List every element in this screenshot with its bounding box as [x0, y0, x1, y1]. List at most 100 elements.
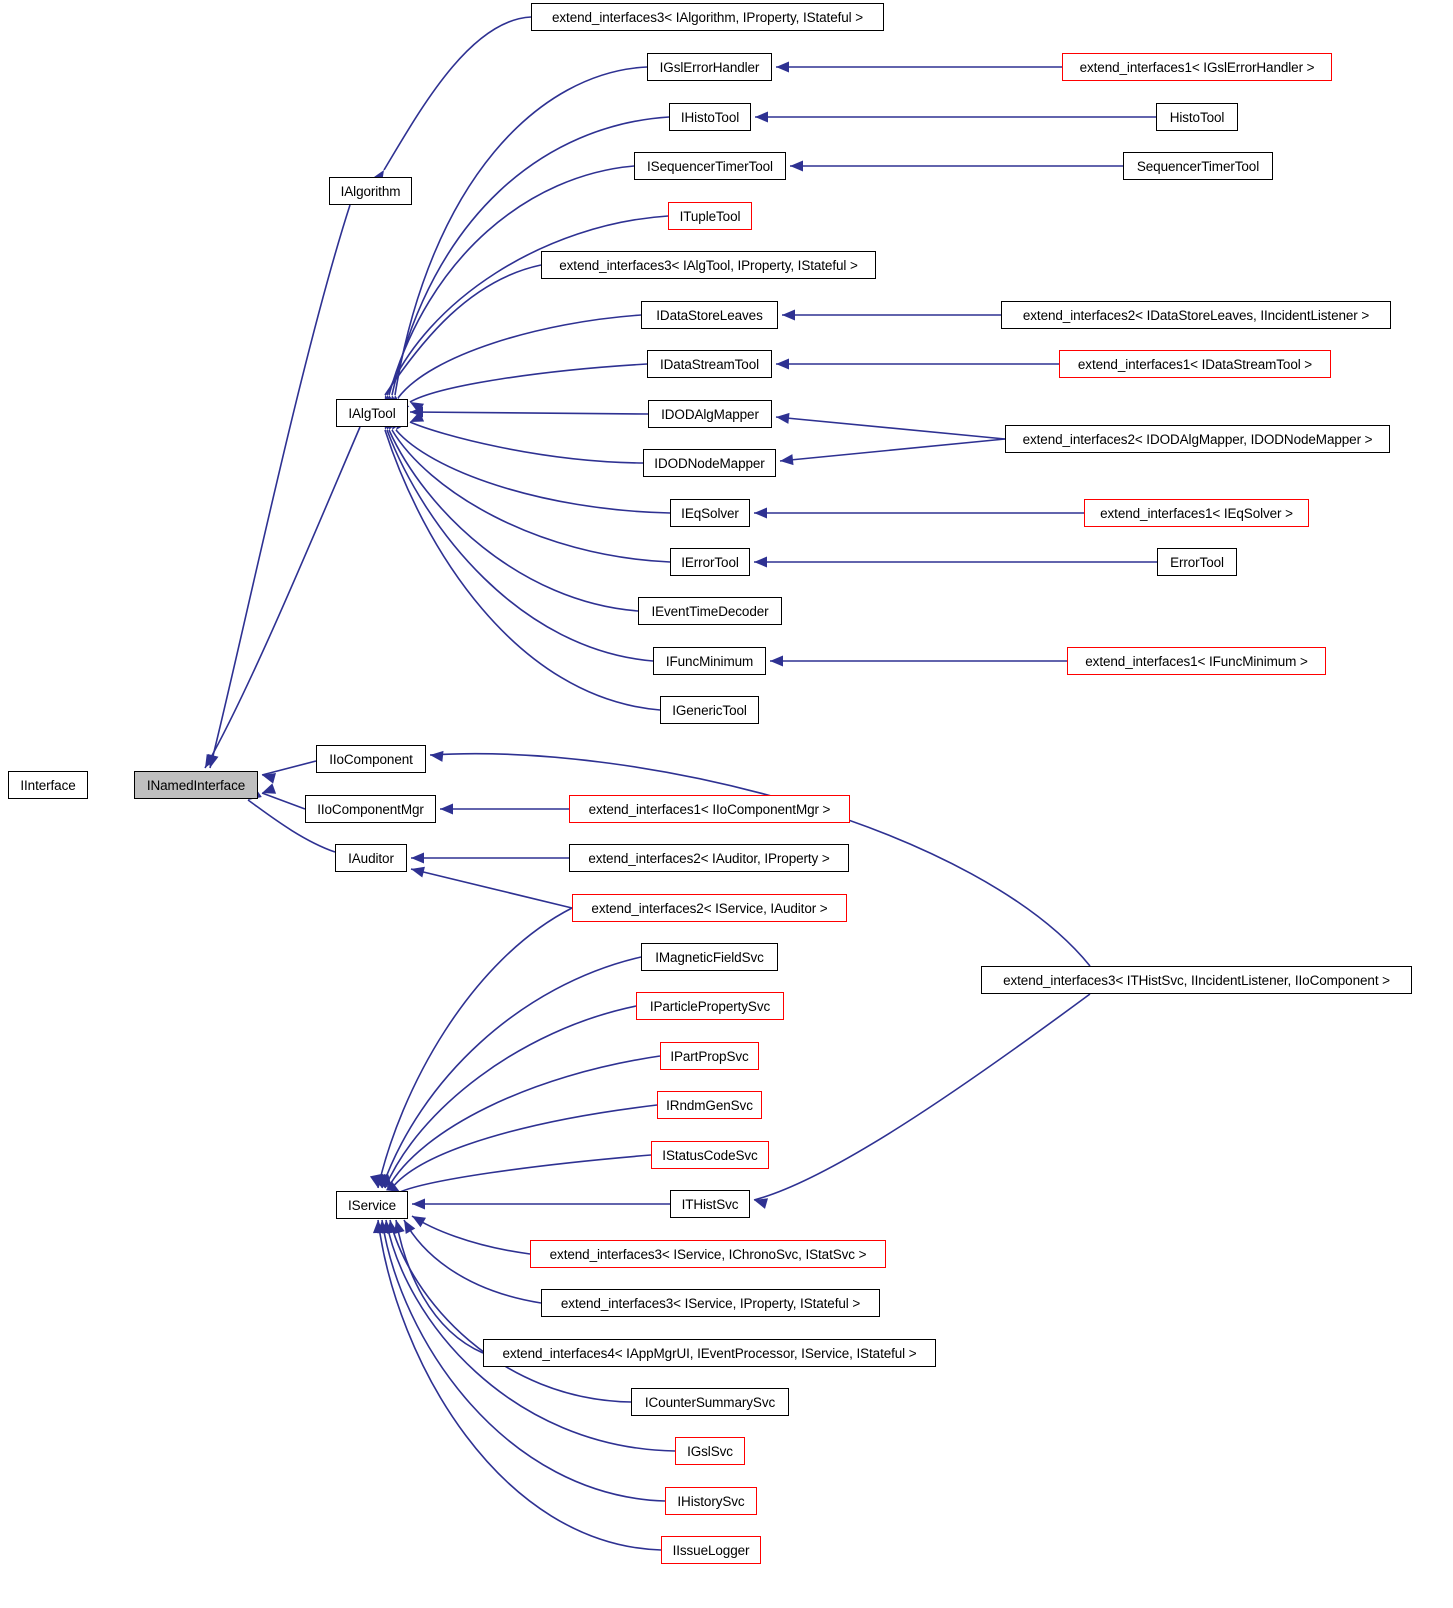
class-node-iauditor[interactable]: IAuditor: [335, 844, 407, 872]
class-node-label: ISequencerTimerTool: [647, 158, 773, 174]
class-node-isequencertimertool[interactable]: ISequencerTimerTool: [634, 152, 786, 180]
inheritance-edge: [386, 215, 669, 396]
class-node-idatastoreleaves[interactable]: IDataStoreLeaves: [641, 301, 778, 329]
class-node-label: extend_interfaces1< IIoComponentMgr >: [588, 801, 831, 817]
class-node-ieventtimedecoder[interactable]: IEventTimeDecoder: [638, 597, 782, 625]
inheritance-edge: [391, 429, 671, 563]
class-node-ialgorithm[interactable]: IAlgorithm: [329, 177, 412, 205]
class-node-extend-interfaces3-iservice-ichronosvc-istatsvc[interactable]: extend_interfaces3< IService, IChronoSvc…: [530, 1240, 886, 1268]
class-node-extend-interfaces1-idatastreamtool[interactable]: extend_interfaces1< IDataStreamTool >: [1059, 350, 1331, 378]
inheritance-edge: [261, 760, 317, 776]
inheritance-edge: [384, 264, 542, 396]
inheritance-arrowhead: [776, 61, 789, 73]
class-node-extend-interfaces2-idatastoreleaves-iincidentlistener[interactable]: extend_interfaces2< IDataStoreLeaves, II…: [1001, 301, 1391, 329]
inheritance-arrowhead: [385, 1180, 400, 1192]
class-node-label: IDODNodeMapper: [654, 455, 765, 471]
inheritance-edge: [410, 868, 573, 909]
inheritance-edge: [753, 993, 1091, 1201]
class-node-idodnodemapper[interactable]: IDODNodeMapper: [643, 449, 776, 477]
class-node-label: IErrorTool: [681, 554, 739, 570]
class-node-idodalgmapper[interactable]: IDODAlgMapper: [648, 400, 772, 428]
class-node-ihistorysvc[interactable]: IHistorySvc: [665, 1487, 757, 1515]
inheritance-arrowhead: [430, 750, 444, 762]
class-node-extend-interfaces1-igslerrorhandler[interactable]: extend_interfaces1< IGslErrorHandler >: [1062, 53, 1332, 81]
class-node-ifuncminimum[interactable]: IFuncMinimum: [653, 647, 766, 675]
class-node-idatastreamtool[interactable]: IDataStreamTool: [647, 350, 772, 378]
class-node-label: IInterface: [20, 777, 76, 793]
inheritance-edge: [391, 1104, 658, 1189]
class-node-iservice[interactable]: IService: [336, 1191, 408, 1219]
inheritance-edge: [779, 438, 1006, 462]
class-node-iissuelogger[interactable]: IIssueLogger: [661, 1536, 761, 1564]
class-node-inamedinterface[interactable]: INamedInterface: [134, 771, 258, 799]
class-node-ithistsvc[interactable]: ITHistSvc: [670, 1190, 750, 1218]
class-node-iiocomponent[interactable]: IIoComponent: [316, 745, 426, 773]
class-node-ieqsolver[interactable]: IEqSolver: [670, 499, 750, 527]
class-node-extend-interfaces3-ithistsvc-iincidentlistener-iiocomponent[interactable]: extend_interfaces3< ITHistSvc, IIncident…: [981, 966, 1412, 994]
class-node-extend-interfaces2-iauditor-iproperty[interactable]: extend_interfaces2< IAuditor, IProperty …: [569, 844, 849, 872]
class-node-label: extend_interfaces3< IService, IChronoSvc…: [549, 1246, 867, 1262]
class-node-label: IIssueLogger: [672, 1542, 750, 1558]
class-node-label: extend_interfaces1< IDataStreamTool >: [1077, 356, 1313, 372]
class-node-sequencertimertool[interactable]: SequencerTimerTool: [1123, 152, 1273, 180]
class-node-igslsvc[interactable]: IGslSvc: [675, 1437, 745, 1465]
class-node-itupletool[interactable]: ITupleTool: [668, 202, 752, 230]
class-node-label: IEqSolver: [681, 505, 739, 521]
class-node-extend-interfaces3-iservice-iproperty-istateful[interactable]: extend_interfaces3< IService, IProperty,…: [541, 1289, 880, 1317]
class-node-ierrortool[interactable]: IErrorTool: [670, 548, 750, 576]
class-node-irndmgensvc[interactable]: IRndmGenSvc: [657, 1091, 762, 1119]
inheritance-arrowhead: [754, 556, 767, 568]
class-node-extend-interfaces2-iservice-iauditor[interactable]: extend_interfaces2< IService, IAuditor >: [572, 894, 847, 922]
inheritance-edge: [389, 1219, 632, 1403]
inheritance-edge: [397, 314, 642, 399]
inheritance-arrowhead: [782, 309, 795, 321]
inheritance-edge: [386, 429, 654, 662]
class-node-errortool[interactable]: ErrorTool: [1157, 548, 1237, 576]
class-node-label: IIoComponentMgr: [317, 801, 424, 817]
class-node-extend-interfaces3-ialgtool-iproperty-istateful[interactable]: extend_interfaces3< IAlgTool, IProperty,…: [541, 251, 876, 279]
inheritance-edge: [247, 799, 336, 853]
class-node-iiocomponentmgr[interactable]: IIoComponentMgr: [305, 795, 436, 823]
class-node-extend-interfaces2-idodalgmapper-idodnodemapper[interactable]: extend_interfaces2< IDODAlgMapper, IDODN…: [1005, 425, 1390, 453]
inheritance-arrowhead: [262, 773, 276, 784]
inheritance-arrowhead: [790, 160, 803, 172]
inheritance-edge: [395, 1219, 484, 1354]
class-node-label: IMagneticFieldSvc: [655, 949, 764, 965]
class-node-label: IAuditor: [348, 850, 394, 866]
inheritance-edge: [381, 1219, 666, 1502]
class-node-extend-interfaces1-ifuncminimum[interactable]: extend_interfaces1< IFuncMinimum >: [1067, 647, 1326, 675]
class-node-ipartpropsvc[interactable]: IPartPropSvc: [660, 1042, 759, 1070]
class-node-label: IEventTimeDecoder: [651, 603, 769, 619]
class-node-label: extend_interfaces3< IAlgorithm, IPropert…: [551, 9, 864, 25]
class-node-iinterface[interactable]: IInterface: [8, 771, 88, 799]
class-node-label: IHistoTool: [680, 109, 740, 125]
inheritance-arrowhead: [411, 852, 424, 864]
class-node-label: IHistorySvc: [677, 1493, 745, 1509]
class-node-label: ErrorTool: [1170, 554, 1224, 570]
class-node-label: IAlgorithm: [340, 183, 401, 199]
class-node-istatuscodesvc[interactable]: IStatusCodeSvc: [651, 1141, 769, 1169]
class-node-label: IDataStoreLeaves: [656, 307, 763, 323]
inheritance-edge: [391, 116, 670, 396]
class-node-iparticlepropertysvc[interactable]: IParticlePropertySvc: [636, 992, 784, 1020]
class-node-extend-interfaces4-iappmgrui-ieventprocessor-iservice-istateful[interactable]: extend_interfaces4< IAppMgrUI, IEventPro…: [483, 1339, 936, 1367]
class-node-icountersummarysvc[interactable]: ICounterSummarySvc: [631, 1388, 789, 1416]
class-node-histotool[interactable]: HistoTool: [1156, 103, 1238, 131]
class-node-label: IGslErrorHandler: [659, 59, 760, 75]
class-node-ihistotool[interactable]: IHistoTool: [669, 103, 751, 131]
inheritance-arrowhead: [410, 411, 425, 422]
class-node-label: IService: [348, 1197, 396, 1213]
class-node-imagneticfieldsvc[interactable]: IMagneticFieldSvc: [641, 943, 778, 971]
inheritance-edge: [385, 1219, 676, 1452]
inheritance-arrowhead: [440, 803, 453, 815]
inheritance-edge: [384, 429, 661, 711]
class-node-extend-interfaces1-ieqsolver[interactable]: extend_interfaces1< IEqSolver >: [1084, 499, 1309, 527]
class-node-extend-interfaces3-ialgorithm-iproperty-istateful[interactable]: extend_interfaces3< IAlgorithm, IPropert…: [531, 3, 884, 31]
class-node-ialgtool[interactable]: IAlgTool: [336, 399, 408, 427]
class-node-igenerictool[interactable]: IGenericTool: [660, 696, 759, 724]
class-node-extend-interfaces1-iiocomponentmgr[interactable]: extend_interfaces1< IIoComponentMgr >: [569, 795, 850, 823]
inheritance-arrowhead: [379, 1174, 392, 1188]
class-node-igslerrorhandler[interactable]: IGslErrorHandler: [647, 53, 772, 81]
